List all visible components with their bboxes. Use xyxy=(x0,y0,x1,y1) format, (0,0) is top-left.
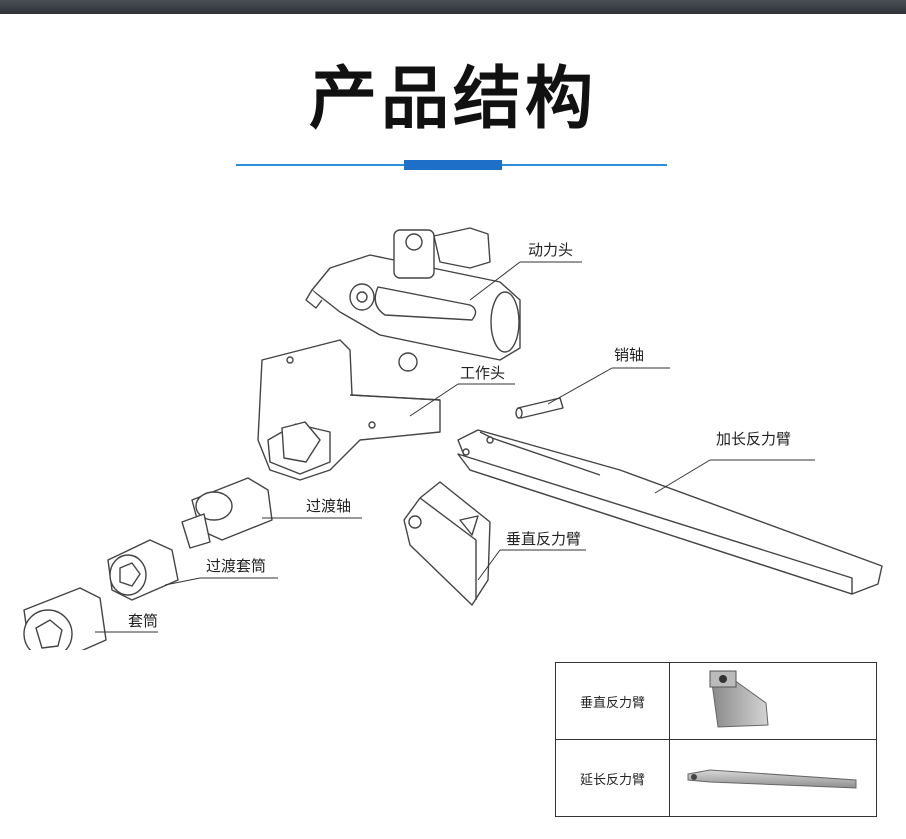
label-socket: 套筒 xyxy=(128,612,158,630)
label-pin: 销轴 xyxy=(614,346,644,364)
label-adapter-socket: 过渡套筒 xyxy=(206,557,266,575)
vertical-arm-drawing xyxy=(403,481,491,606)
power-head-drawing xyxy=(305,227,521,372)
table-row: 延长反力臂 xyxy=(555,739,877,817)
label-power-head: 动力头 xyxy=(528,241,573,259)
extended-reaction-arm-photo xyxy=(669,739,877,817)
title-underline-accent xyxy=(404,160,502,170)
extension-arm-drawing xyxy=(457,429,883,595)
adapter-socket-drawing xyxy=(107,539,179,601)
row-name: 垂直反力臂 xyxy=(555,662,670,740)
label-extension-arm: 加长反力臂 xyxy=(716,430,791,448)
exploded-diagram: 动力头 销轴 工作头 加长反力臂 过渡轴 垂直反力臂 过渡套筒 套筒 xyxy=(23,227,883,650)
top-bar xyxy=(0,0,906,14)
accessory-table: 垂直反力臂 延长反力臂 xyxy=(555,662,877,817)
pin-drawing xyxy=(515,397,564,419)
label-adapter-shaft: 过渡轴 xyxy=(306,497,351,515)
label-vertical-arm: 垂直反力臂 xyxy=(506,530,581,548)
row-name: 延长反力臂 xyxy=(555,739,670,817)
adapter-shaft-drawing xyxy=(181,477,273,549)
table-row: 垂直反力臂 xyxy=(555,662,877,740)
page-title: 产品结构 xyxy=(308,60,597,139)
label-work-head: 工作头 xyxy=(460,364,505,382)
socket-drawing xyxy=(23,587,107,650)
vertical-reaction-arm-photo xyxy=(669,662,877,740)
work-head-drawing xyxy=(257,339,441,481)
